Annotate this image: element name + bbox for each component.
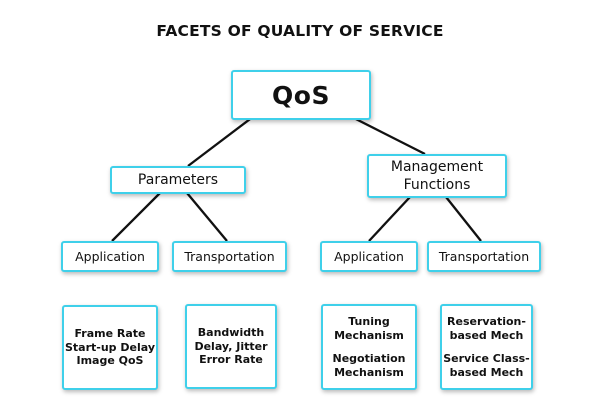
- edge-parameters-transportation: [186, 192, 228, 242]
- qos-root-label: QoS: [272, 80, 330, 110]
- detail-item: Frame Rate: [74, 327, 146, 341]
- edge-root-parameters: [187, 112, 259, 167]
- detail-item: Bandwidth: [197, 326, 265, 340]
- mgmt-application-details: Tuning Mechanism Negotiation Mechanism: [321, 304, 417, 390]
- mgmt-application-node: Application: [320, 241, 418, 272]
- param-application-label: Application: [75, 249, 145, 264]
- edge-management-transportation: [445, 196, 482, 242]
- param-transportation-node: Transportation: [172, 241, 287, 272]
- detail-item: Start-up Delay: [64, 340, 155, 354]
- detail-item: Tuning Mechanism: [334, 315, 404, 342]
- mgmt-transportation-details: Reservation- based Mech Service Class- b…: [440, 304, 533, 390]
- management-functions-label: Management Functions: [390, 159, 484, 193]
- detail-item: Delay, Jitter: [194, 339, 268, 353]
- param-application-node: Application: [61, 241, 159, 272]
- detail-item: Service Class- based Mech: [443, 352, 530, 379]
- mgmt-transportation-node: Transportation: [427, 241, 541, 272]
- edge-management-application: [368, 196, 411, 242]
- detail-item: Negotiation Mechanism: [332, 352, 406, 379]
- param-transportation-label: Transportation: [184, 249, 275, 264]
- mgmt-transportation-label: Transportation: [438, 249, 530, 264]
- edge-parameters-application: [111, 192, 161, 242]
- mgmt-application-label: Application: [334, 249, 404, 264]
- management-functions-node: Management Functions: [367, 154, 507, 198]
- detail-item: Reservation- based Mech: [447, 315, 526, 342]
- param-application-details: Frame Rate Start-up Delay Image QoS: [62, 305, 158, 390]
- detail-item: Error Rate: [199, 353, 263, 367]
- param-transportation-details: Bandwidth Delay, Jitter Error Rate: [185, 304, 277, 389]
- diagram-title: FACETS OF QUALITY OF SERVICE: [156, 22, 444, 40]
- qos-root-node: QoS: [231, 70, 371, 120]
- parameters-label: Parameters: [137, 172, 219, 188]
- detail-item: Image QoS: [76, 354, 144, 368]
- parameters-node: Parameters: [110, 166, 246, 194]
